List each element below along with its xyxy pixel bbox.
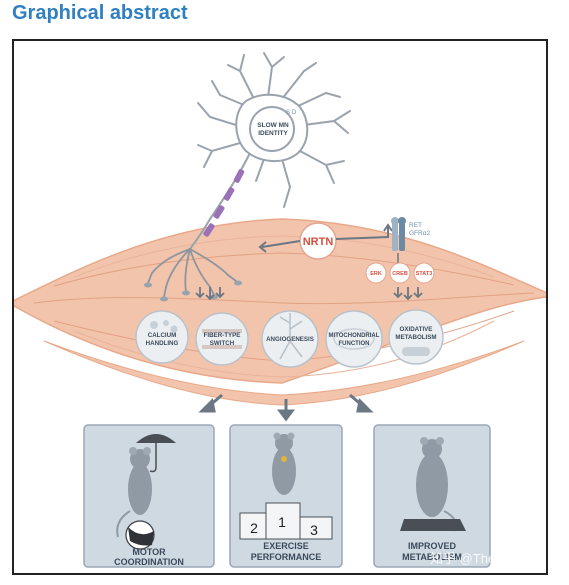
process-fiber-type-switch: FIBER-TYPE SWITCH [195, 312, 249, 366]
axon-terminals [147, 248, 237, 298]
ret-label: RET [409, 222, 422, 229]
podium-number-1: 1 [278, 514, 286, 530]
outcome-panel-motor: MOTOR COORDINATION [83, 424, 215, 568]
process-calcium-handling: CALCIUM HANDLING [135, 310, 189, 364]
process-label-calcium-2: HANDLING [146, 340, 179, 347]
graphical-abstract-frame: SLOW MN IDENTITY S D NRTN [12, 39, 548, 575]
process-angiogenesis: ANGIOGENESIS [261, 310, 319, 368]
signal-erk: ERK [370, 271, 382, 277]
outcome-panel-exercise: 2 1 3 EXERCISE PERFORMANCE [229, 424, 343, 568]
outcome-exercise-line1: EXERCISE [263, 541, 309, 551]
signal-stat3: STAT3 [416, 271, 433, 277]
process-mitochondrial-function: MITOCHONDRIAL FUNCTION [325, 310, 383, 368]
process-label-angiogenesis: ANGIOGENESIS [266, 336, 314, 343]
identity-prefix-b: D [292, 110, 297, 116]
outcome-metabolism-line1: IMPROVED [408, 541, 457, 551]
outcome-motor-line2: COORDINATION [114, 557, 184, 567]
watermark: 知乎 @TheMetabolist [430, 551, 548, 566]
nrtn-arrows [258, 223, 393, 253]
ret-gfra2-receptor [391, 217, 406, 251]
diagram-canvas: SLOW MN IDENTITY S D NRTN [14, 52, 548, 568]
process-label-calcium-1: CALCIUM [148, 332, 177, 339]
process-oxidative-metabolism: OXIDATIVE METABOLISM [388, 309, 444, 365]
outcome-motor-line1: MOTOR [132, 547, 166, 557]
process-label-fiber-1: FIBER-TYPE [204, 332, 241, 339]
podium-number-2: 2 [250, 520, 258, 536]
outcome-panel-metabolism: IMPROVED METABOLISM [373, 424, 491, 568]
signal-creb: CREB [392, 271, 408, 277]
outcome-exercise-line2: PERFORMANCE [251, 552, 322, 562]
motor-neuron [197, 52, 351, 208]
nucleus [249, 106, 295, 152]
slow-mn-identity-label-line2: IDENTITY [258, 130, 288, 137]
process-label-fiber-2: SWITCH [210, 340, 235, 347]
nrtn-node: NRTN [299, 222, 337, 260]
slow-mn-identity-label-line1: SLOW MN [257, 122, 289, 129]
process-label-oxidative-2: METABOLISM [395, 334, 436, 341]
podium-number-3: 3 [310, 522, 318, 538]
axon [189, 152, 251, 250]
page-title: Graphical abstract [12, 2, 188, 24]
process-label-mito-1: MITOCHONDRIAL [329, 333, 380, 339]
outcome-metabolism-line2: METABOLISM [402, 552, 462, 562]
signaling-nodes: ERK CREB STAT3 [365, 262, 435, 284]
process-arrows [195, 287, 423, 301]
process-label-mito-2: FUNCTION [339, 341, 370, 347]
identity-prefix-a: S [286, 110, 290, 116]
nmj-endplates [144, 280, 242, 302]
gfra2-label: GFRα2 [409, 230, 430, 237]
process-label-oxidative-1: OXIDATIVE [400, 326, 433, 333]
nrtn-label: NRTN [303, 236, 334, 248]
outcome-arrows [198, 393, 374, 422]
